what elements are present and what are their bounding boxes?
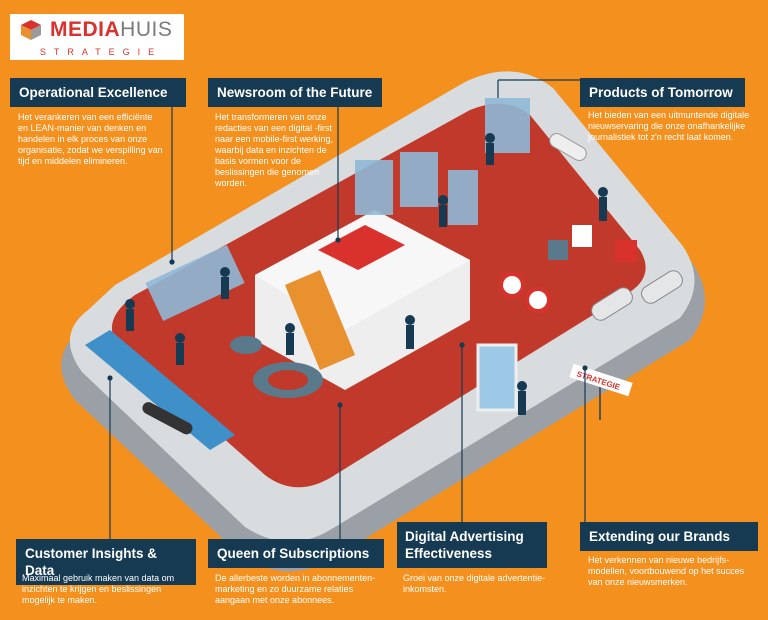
archery-target-2 bbox=[525, 287, 551, 313]
volume-buttons bbox=[591, 287, 633, 321]
desc-newsroom-future: Het transformeren van onze redacties van… bbox=[215, 112, 334, 188]
mediahuis-logo: MEDIAHUIS STRATEGIE bbox=[10, 14, 184, 60]
x-disc bbox=[230, 336, 262, 354]
label-extending-brands: Extending our Brands bbox=[580, 522, 758, 551]
screen-2 bbox=[400, 152, 438, 207]
screen-1 bbox=[355, 160, 393, 215]
speaker-grille bbox=[142, 402, 193, 435]
desc-extending-brands: Het verkennen van nieuwe bedrijfs-modell… bbox=[588, 555, 745, 587]
screen-5 bbox=[145, 244, 245, 322]
desc-digital-advertising: Groei van onze digitale advertentie-inko… bbox=[403, 573, 546, 594]
phone-camera bbox=[549, 133, 587, 161]
door bbox=[476, 343, 518, 412]
label-queen-subscriptions: Queen of Subscriptions bbox=[208, 539, 384, 568]
stairs bbox=[285, 270, 355, 370]
label-operational-excellence: Operational Excellence bbox=[10, 78, 186, 107]
logo-subtitle: STRATEGIE bbox=[39, 47, 163, 57]
label-customer-insights: Customer Insights & Data bbox=[16, 539, 196, 585]
logo-wordmark: MEDIAHUIS bbox=[50, 18, 173, 41]
desc-operational-excellence: Het verankeren van een efficiënte en LEA… bbox=[18, 112, 163, 166]
archery-target-1 bbox=[499, 272, 525, 298]
screen-3 bbox=[448, 170, 478, 225]
power-button bbox=[641, 270, 683, 304]
leader-lines bbox=[107, 79, 588, 543]
logo-cube-icon bbox=[21, 20, 41, 40]
block-1 bbox=[572, 225, 592, 247]
block-2 bbox=[615, 240, 637, 262]
people bbox=[125, 133, 608, 415]
block-3 bbox=[548, 240, 568, 260]
label-newsroom-future: Newsroom of the Future bbox=[208, 78, 382, 107]
pool bbox=[85, 330, 235, 450]
label-products-tomorrow: Products of Tomorrow bbox=[580, 78, 745, 107]
desc-products-tomorrow: Het bieden van een uitmuntende digitale … bbox=[588, 110, 750, 142]
desc-queen-subscriptions: De allerbeste worden in abonnementen-mar… bbox=[215, 573, 376, 605]
label-digital-advertising: Digital Advertising Effectiveness bbox=[397, 522, 547, 568]
desc-customer-insights: Maximaal gebruik maken van data om inzic… bbox=[22, 573, 175, 605]
meeting-table bbox=[318, 225, 405, 270]
